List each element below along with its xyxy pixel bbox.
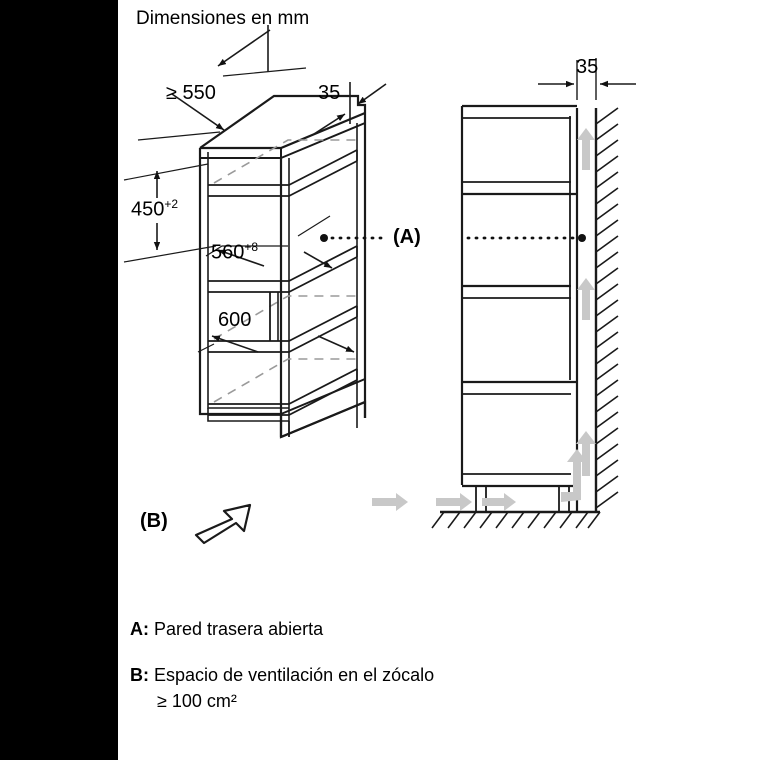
height-450-value: 450 bbox=[131, 198, 165, 221]
floor-hatching bbox=[431, 511, 601, 529]
callout-b-label: (B) bbox=[140, 510, 168, 532]
width-560-value: 560 bbox=[211, 241, 245, 264]
width-560-tolerance: +8 bbox=[244, 240, 259, 254]
legend-a-key: A: bbox=[130, 619, 149, 639]
dimension-depth-550 bbox=[137, 25, 307, 141]
dimension-label-width-600: 600 bbox=[218, 309, 252, 331]
height-450-tolerance: +2 bbox=[164, 197, 179, 211]
dimension-width-600 bbox=[197, 335, 355, 353]
airflow-arrows bbox=[372, 128, 596, 511]
dimension-width-560 bbox=[205, 215, 333, 269]
legend-b-text: Espacio de ventilación en el zócalo bbox=[154, 665, 435, 685]
callout-b-pointer-arrow bbox=[194, 503, 252, 545]
callout-a-label: (A) bbox=[393, 226, 421, 248]
legend-b-key: B: bbox=[130, 665, 149, 685]
dimension-gap-35-iso bbox=[313, 82, 387, 135]
wall-hatching bbox=[595, 107, 619, 509]
legend-a-text: Pared trasera abierta bbox=[154, 619, 324, 639]
drawing-canvas: Dimensiones en mm bbox=[118, 0, 760, 760]
dimension-label-width-560: 560+8 bbox=[211, 240, 258, 265]
callout-a-leader bbox=[320, 234, 586, 242]
dimension-height-450 bbox=[123, 163, 217, 263]
dimension-label-depth-550: ≥ 550 bbox=[166, 82, 216, 104]
side-section-view bbox=[372, 104, 619, 529]
dimension-label-height-450: 450+2 bbox=[131, 197, 178, 222]
legend-item-b-line2: ≥ 100 cm² bbox=[157, 691, 237, 711]
page-title: Dimensiones en mm bbox=[136, 8, 310, 29]
isometric-cabinet-view bbox=[198, 94, 367, 439]
technical-drawing-svg bbox=[123, 25, 636, 545]
legend-item-a: A: Pared trasera abierta bbox=[130, 619, 323, 640]
legend-item-b: B: Espacio de ventilación en el zócalo bbox=[130, 665, 434, 686]
dimension-label-gap-35-iso: 35 bbox=[318, 82, 341, 104]
dimension-label-gap-35-side: 35 bbox=[576, 56, 599, 78]
dimension-gap-35-side bbox=[538, 58, 636, 100]
